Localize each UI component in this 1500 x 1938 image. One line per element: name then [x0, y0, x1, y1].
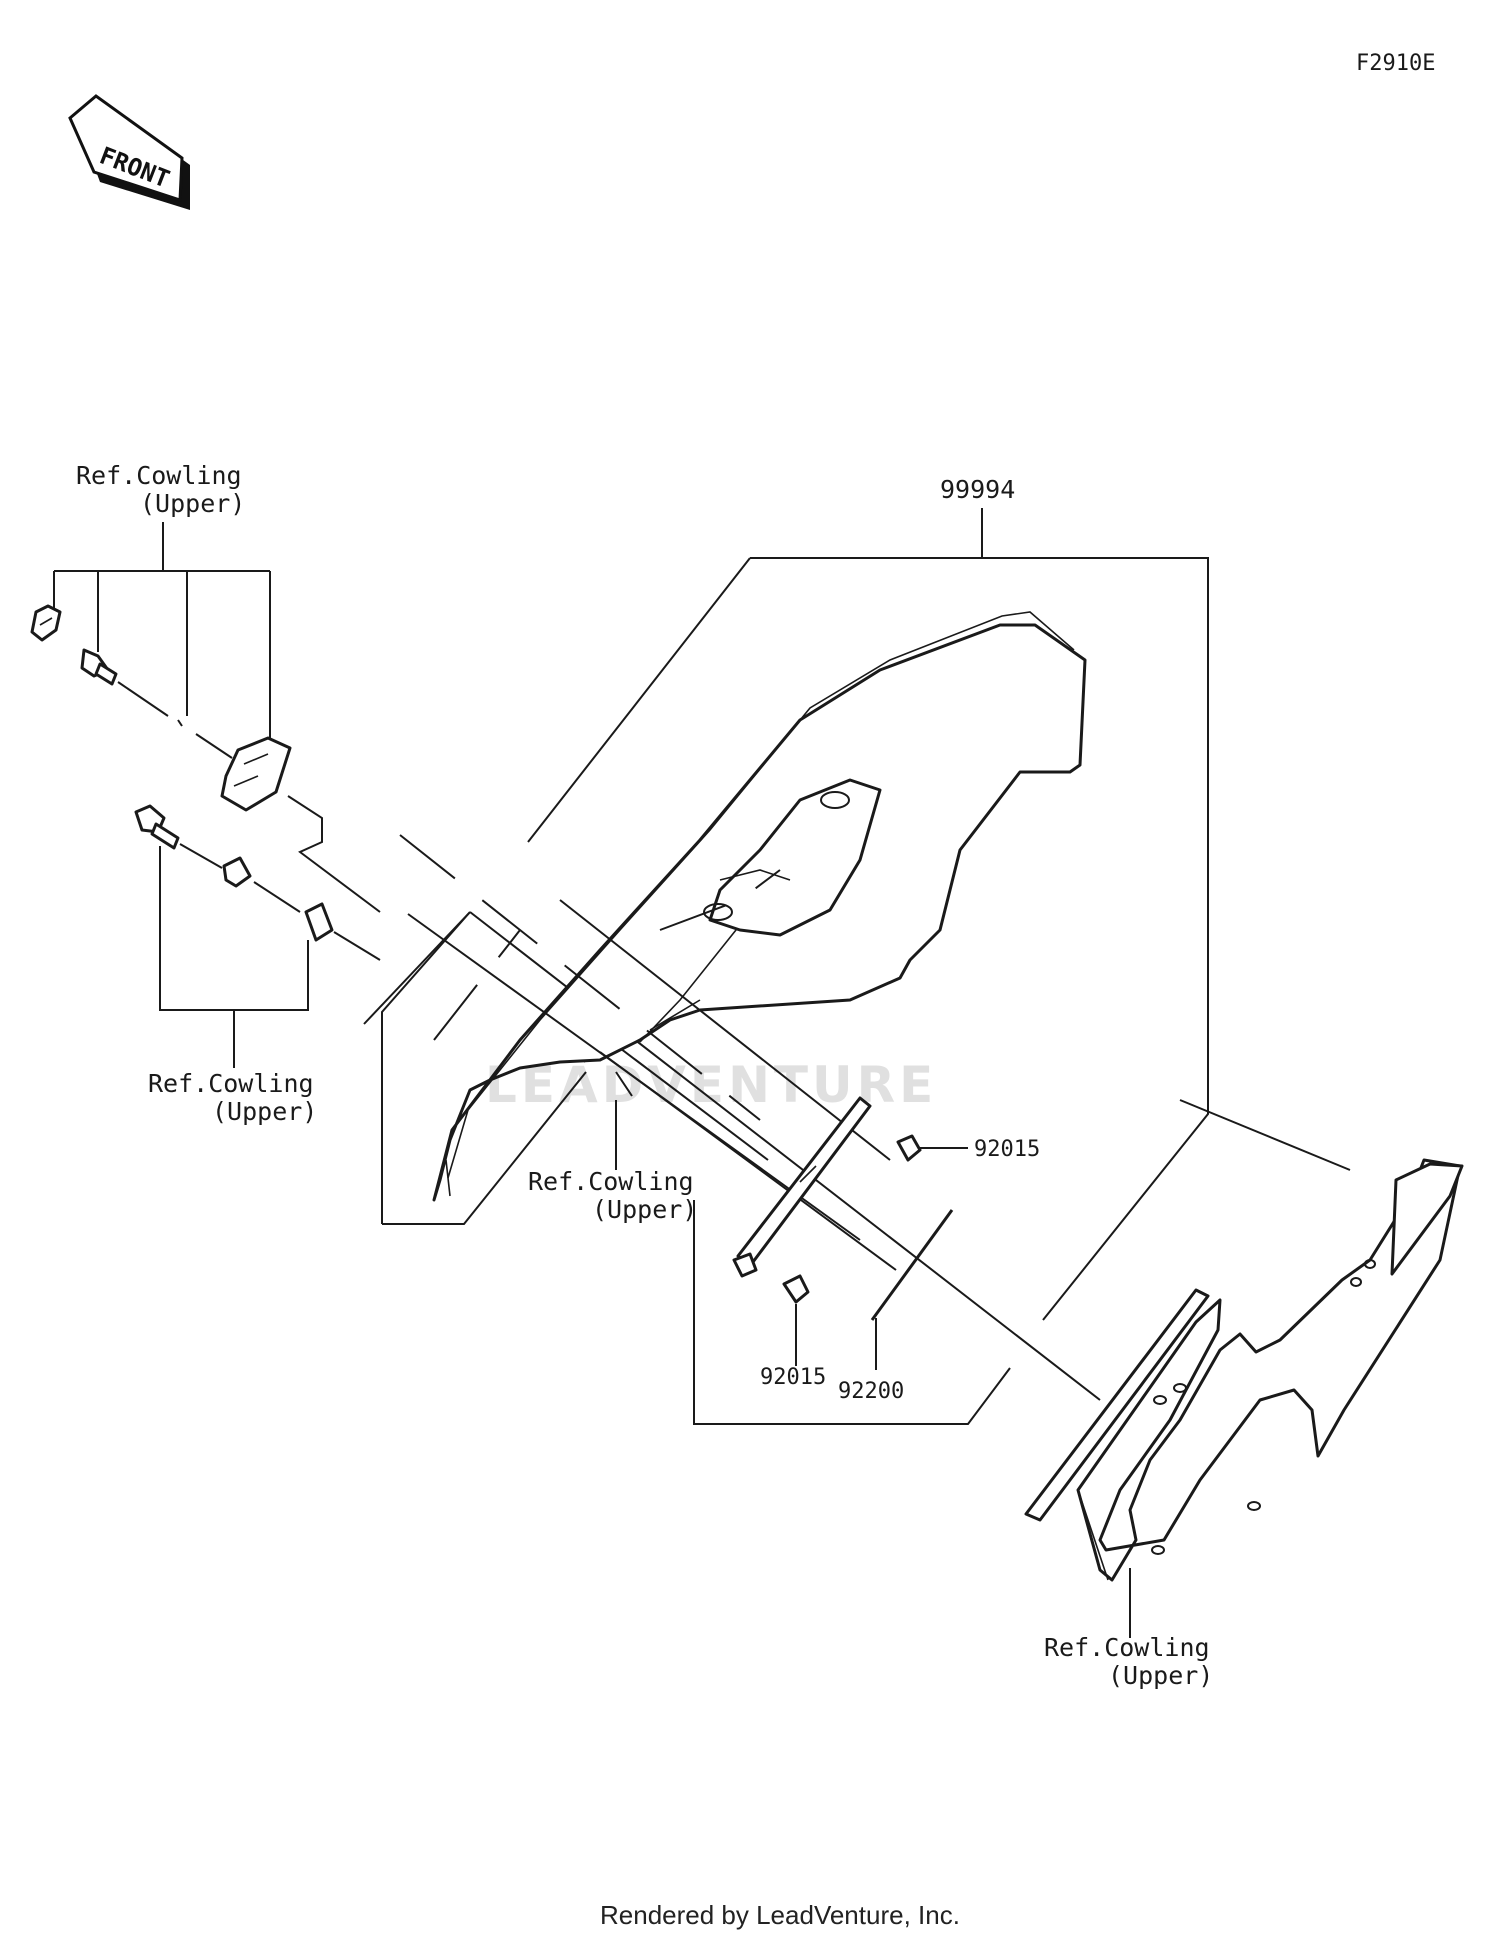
collar-part: [304, 902, 334, 942]
callout-spacer: 92200: [838, 1379, 904, 1404]
callout-ref-upper-left-mid-line2: (Upper): [212, 1097, 317, 1126]
callout-kit-number: 99994: [940, 475, 1015, 504]
kit-group-outline: [381, 508, 1209, 1425]
screw-part: [80, 648, 118, 686]
callout-ref-upper-right-line2: (Upper): [1108, 1661, 1213, 1690]
callout-ref-upper-center-line1: Ref.Cowling: [528, 1167, 694, 1196]
callout-nut-lower: 92015: [760, 1365, 826, 1390]
spacer-part: [870, 1209, 954, 1321]
callout-nut-upper: 92015: [974, 1137, 1040, 1162]
washer-line: [177, 719, 183, 727]
grommet-part: [222, 856, 252, 888]
leader-lines-left-mid: [159, 846, 309, 1068]
bolt-part: [134, 804, 180, 850]
mount-bracket-part: [220, 736, 292, 812]
callout-ref-upper-right-line1: Ref.Cowling: [1044, 1633, 1210, 1662]
leader-lines-left-top: [53, 522, 271, 738]
rod-part: [732, 1096, 872, 1278]
clip-part: [30, 604, 62, 642]
cowling-bracket-part: [1024, 1158, 1464, 1582]
center-part-stub: [615, 1071, 633, 1097]
footer-credit: Rendered by LeadVenture, Inc.: [600, 1900, 960, 1930]
nut-part-upper: [896, 1134, 922, 1162]
nut-part-lower: [782, 1274, 810, 1304]
diagram-code: F2910E: [1356, 51, 1435, 76]
callout-ref-upper-left-top-line1: Ref.Cowling: [76, 461, 242, 490]
callout-ref-upper-center-line2: (Upper): [592, 1195, 697, 1224]
front-arrow-icon: FRONT: [68, 94, 190, 210]
windshield-part: [432, 611, 1087, 1202]
callout-ref-upper-left-top-line2: (Upper): [140, 489, 245, 518]
callout-ref-upper-left-mid-line1: Ref.Cowling: [148, 1069, 314, 1098]
